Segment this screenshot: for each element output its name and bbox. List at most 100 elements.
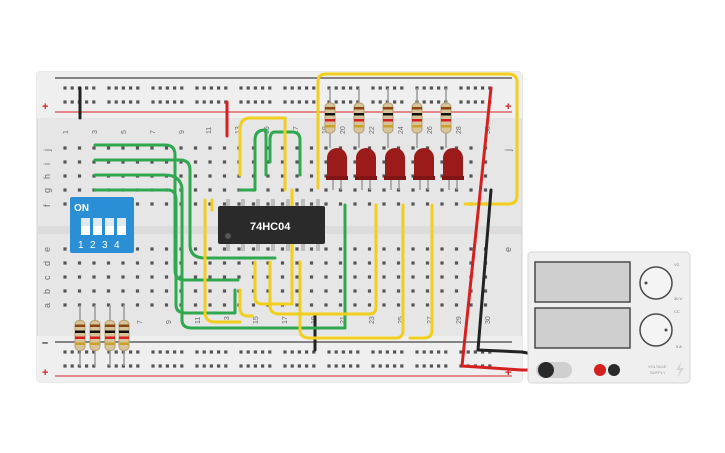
breadboard-hole[interactable] — [151, 100, 155, 104]
breadboard-hole[interactable] — [164, 303, 169, 307]
breadboard-hole[interactable] — [356, 364, 360, 368]
breadboard-hole[interactable] — [63, 289, 67, 293]
breadboard-hole[interactable] — [334, 364, 338, 368]
breadboard-hole[interactable] — [251, 247, 256, 251]
breadboard-hole[interactable] — [338, 202, 343, 206]
breadboard-hole[interactable] — [92, 303, 96, 307]
breadboard-hole[interactable] — [440, 146, 444, 150]
breadboard-hole[interactable] — [290, 86, 294, 90]
breadboard-hole[interactable] — [396, 303, 401, 307]
breadboard-hole[interactable] — [150, 146, 154, 150]
breadboard-hole[interactable] — [312, 364, 316, 368]
breadboard-hole[interactable] — [237, 202, 241, 206]
breadboard-hole[interactable] — [481, 86, 485, 90]
breadboard-hole[interactable] — [295, 289, 299, 293]
breadboard-hole[interactable] — [77, 188, 82, 192]
breadboard-hole[interactable] — [411, 188, 415, 192]
breadboard-hole[interactable] — [411, 289, 415, 293]
breadboard-hole[interactable] — [295, 174, 299, 178]
current-knob[interactable] — [639, 313, 673, 347]
breadboard-hole[interactable] — [309, 160, 314, 164]
breadboard-hole[interactable] — [353, 275, 357, 279]
breadboard-hole[interactable] — [222, 289, 227, 293]
breadboard-hole[interactable] — [283, 350, 287, 354]
breadboard-hole[interactable] — [164, 202, 169, 206]
breadboard-hole[interactable] — [393, 86, 397, 90]
breadboard-hole[interactable] — [297, 86, 301, 90]
breadboard-hole[interactable] — [367, 303, 372, 307]
breadboard-hole[interactable] — [136, 350, 140, 354]
breadboard-hole[interactable] — [193, 188, 198, 192]
breadboard-hole[interactable] — [400, 364, 404, 368]
breadboard-hole[interactable] — [378, 364, 382, 368]
breadboard-hole[interactable] — [222, 160, 227, 164]
breadboard-hole[interactable] — [179, 146, 183, 150]
breadboard-hole[interactable] — [266, 174, 270, 178]
breadboard-hole[interactable] — [63, 160, 67, 164]
breadboard-hole[interactable] — [239, 350, 243, 354]
breadboard-hole[interactable] — [327, 350, 331, 354]
led[interactable] — [414, 148, 434, 178]
voltage-knob[interactable] — [639, 266, 673, 300]
breadboard-hole[interactable] — [202, 350, 206, 354]
breadboard-hole[interactable] — [327, 86, 331, 90]
breadboard-hole[interactable] — [440, 247, 444, 251]
breadboard-hole[interactable] — [195, 364, 199, 368]
breadboard-hole[interactable] — [222, 247, 227, 251]
breadboard-hole[interactable] — [411, 202, 415, 206]
breadboard-hole[interactable] — [283, 364, 287, 368]
breadboard-hole[interactable] — [92, 86, 96, 90]
breadboard-hole[interactable] — [158, 350, 162, 354]
breadboard-hole[interactable] — [396, 289, 401, 293]
breadboard-hole[interactable] — [396, 202, 401, 206]
breadboard-hole[interactable] — [393, 350, 397, 354]
breadboard-hole[interactable] — [151, 350, 155, 354]
breadboard-hole[interactable] — [324, 289, 328, 293]
breadboard-hole[interactable] — [193, 174, 198, 178]
breadboard-hole[interactable] — [121, 160, 125, 164]
breadboard-hole[interactable] — [440, 289, 444, 293]
breadboard-hole[interactable] — [266, 146, 270, 150]
breadboard-hole[interactable] — [324, 261, 328, 265]
breadboard-hole[interactable] — [135, 247, 140, 251]
breadboard-hole[interactable] — [349, 364, 353, 368]
breadboard-hole[interactable] — [106, 289, 111, 293]
breadboard-hole[interactable] — [411, 261, 415, 265]
breadboard-hole[interactable] — [150, 275, 154, 279]
breadboard-hole[interactable] — [261, 100, 265, 104]
breadboard-hole[interactable] — [382, 160, 386, 164]
breadboard-hole[interactable] — [393, 364, 397, 368]
breadboard-hole[interactable] — [107, 364, 111, 368]
breadboard-hole[interactable] — [341, 350, 345, 354]
breadboard-hole[interactable] — [473, 86, 477, 90]
breadboard-hole[interactable] — [173, 86, 177, 90]
breadboard-hole[interactable] — [150, 261, 154, 265]
breadboard-hole[interactable] — [459, 100, 463, 104]
breadboard-hole[interactable] — [334, 350, 338, 354]
breadboard-hole[interactable] — [237, 261, 241, 265]
breadboard-hole[interactable] — [209, 100, 213, 104]
breadboard-hole[interactable] — [396, 146, 401, 150]
breadboard-hole[interactable] — [92, 261, 96, 265]
breadboard-hole[interactable] — [295, 303, 299, 307]
breadboard-hole[interactable] — [150, 289, 154, 293]
breadboard-hole[interactable] — [158, 364, 162, 368]
breadboard-hole[interactable] — [63, 247, 67, 251]
breadboard-hole[interactable] — [129, 100, 133, 104]
breadboard-hole[interactable] — [338, 289, 343, 293]
breadboard-hole[interactable] — [85, 86, 89, 90]
breadboard-hole[interactable] — [266, 247, 270, 251]
led[interactable] — [327, 148, 347, 178]
breadboard-hole[interactable] — [63, 100, 67, 104]
breadboard-hole[interactable] — [295, 188, 299, 192]
breadboard-hole[interactable] — [425, 289, 430, 293]
breadboard-hole[interactable] — [202, 86, 206, 90]
breadboard-hole[interactable] — [237, 275, 241, 279]
breadboard-hole[interactable] — [63, 261, 67, 265]
wire-yellow-loop-top[interactable] — [316, 72, 519, 206]
breadboard-hole[interactable] — [353, 146, 357, 150]
breadboard-hole[interactable] — [371, 350, 375, 354]
breadboard-hole[interactable] — [121, 303, 125, 307]
breadboard-hole[interactable] — [107, 350, 111, 354]
breadboard-hole[interactable] — [483, 160, 488, 164]
